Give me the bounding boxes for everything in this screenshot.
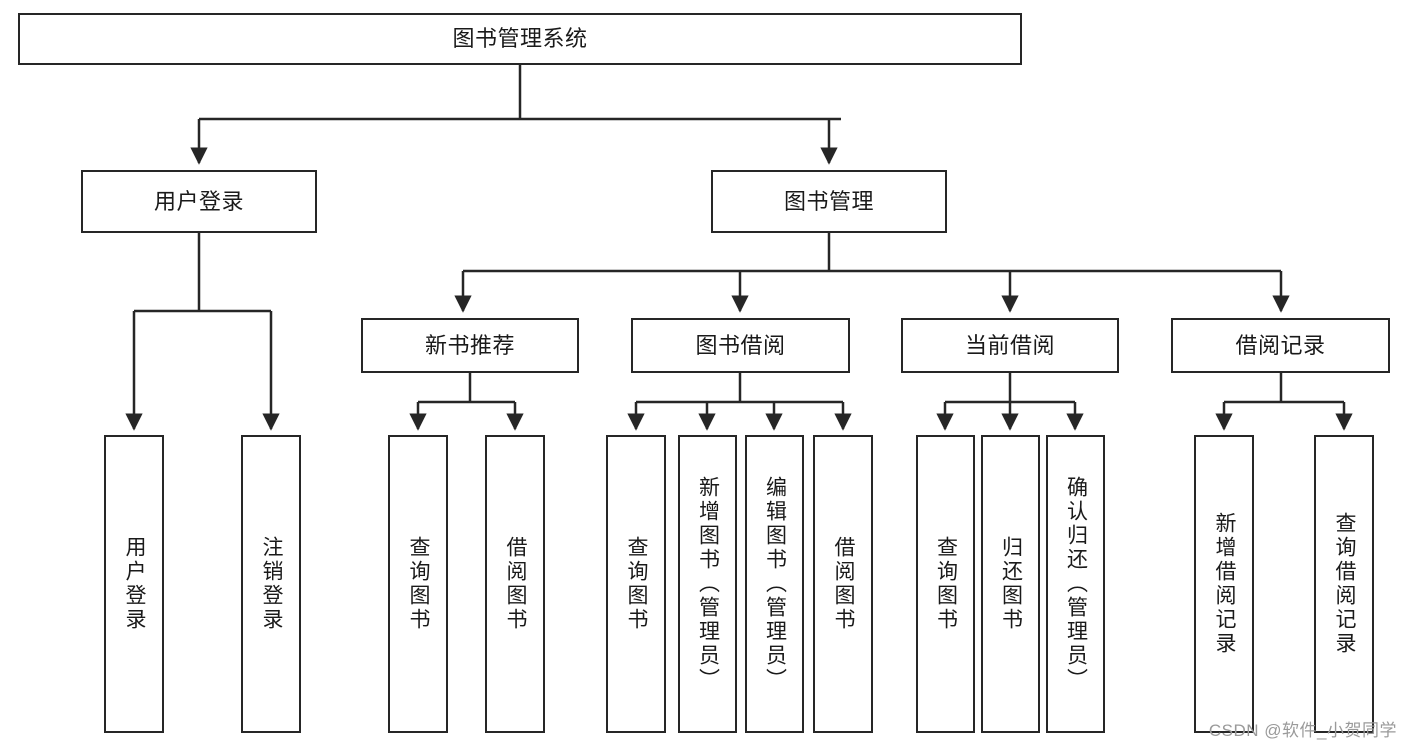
node-current-borrow[interactable]: 当前借阅 bbox=[901, 318, 1119, 373]
node-leaf-query-record-label: 查询借阅记录 bbox=[1333, 512, 1357, 656]
node-root-label: 图书管理系统 bbox=[452, 26, 588, 52]
node-leaf-user-logout-label: 注销登录 bbox=[260, 536, 284, 632]
node-leaf-user-logout[interactable]: 注销登录 bbox=[241, 435, 301, 733]
node-leaf-borrow-book-1-label: 借阅图书 bbox=[504, 536, 528, 632]
node-borrow-record-label: 借阅记录 bbox=[1235, 332, 1326, 358]
node-leaf-confirm-return-label: 确认归还（管理员） bbox=[1064, 476, 1088, 692]
node-leaf-user-login-label: 用户登录 bbox=[123, 536, 147, 632]
node-leaf-borrow-book-2-label: 借阅图书 bbox=[832, 536, 856, 632]
node-leaf-borrow-book-2[interactable]: 借阅图书 bbox=[813, 435, 873, 733]
node-book-management-label: 图书管理 bbox=[783, 188, 874, 214]
node-leaf-borrow-book-1[interactable]: 借阅图书 bbox=[485, 435, 545, 733]
node-book-borrow-label: 图书借阅 bbox=[695, 332, 786, 358]
node-leaf-query-book-1[interactable]: 查询图书 bbox=[388, 435, 448, 733]
node-leaf-edit-book-label: 编辑图书（管理员） bbox=[763, 476, 787, 692]
node-leaf-return-book-label: 归还图书 bbox=[999, 536, 1023, 632]
node-leaf-query-book-3[interactable]: 查询图书 bbox=[916, 435, 975, 733]
node-leaf-query-record[interactable]: 查询借阅记录 bbox=[1314, 435, 1374, 733]
node-leaf-edit-book[interactable]: 编辑图书（管理员） bbox=[745, 435, 804, 733]
node-user-login[interactable]: 用户登录 bbox=[81, 170, 317, 233]
node-leaf-add-record-label: 新增借阅记录 bbox=[1213, 512, 1237, 656]
node-new-book-recommend-label: 新书推荐 bbox=[424, 332, 515, 358]
node-leaf-return-book[interactable]: 归还图书 bbox=[981, 435, 1040, 733]
node-leaf-query-book-2[interactable]: 查询图书 bbox=[606, 435, 666, 733]
node-new-book-recommend[interactable]: 新书推荐 bbox=[361, 318, 579, 373]
node-book-management[interactable]: 图书管理 bbox=[711, 170, 947, 233]
node-leaf-add-record[interactable]: 新增借阅记录 bbox=[1194, 435, 1254, 733]
node-leaf-confirm-return[interactable]: 确认归还（管理员） bbox=[1046, 435, 1105, 733]
csdn-watermark: CSDN @软件_小贺同学 bbox=[1208, 721, 1397, 740]
node-leaf-add-book[interactable]: 新增图书（管理员） bbox=[678, 435, 737, 733]
node-borrow-record[interactable]: 借阅记录 bbox=[1171, 318, 1390, 373]
node-leaf-query-book-3-label: 查询图书 bbox=[934, 536, 958, 632]
node-current-borrow-label: 当前借阅 bbox=[964, 332, 1055, 358]
node-leaf-query-book-1-label: 查询图书 bbox=[407, 536, 431, 632]
node-user-login-label: 用户登录 bbox=[153, 188, 244, 214]
node-book-borrow[interactable]: 图书借阅 bbox=[631, 318, 850, 373]
node-leaf-add-book-label: 新增图书（管理员） bbox=[696, 476, 720, 692]
node-leaf-user-login[interactable]: 用户登录 bbox=[104, 435, 164, 733]
node-root[interactable]: 图书管理系统 bbox=[18, 13, 1022, 65]
node-leaf-query-book-2-label: 查询图书 bbox=[625, 536, 649, 632]
